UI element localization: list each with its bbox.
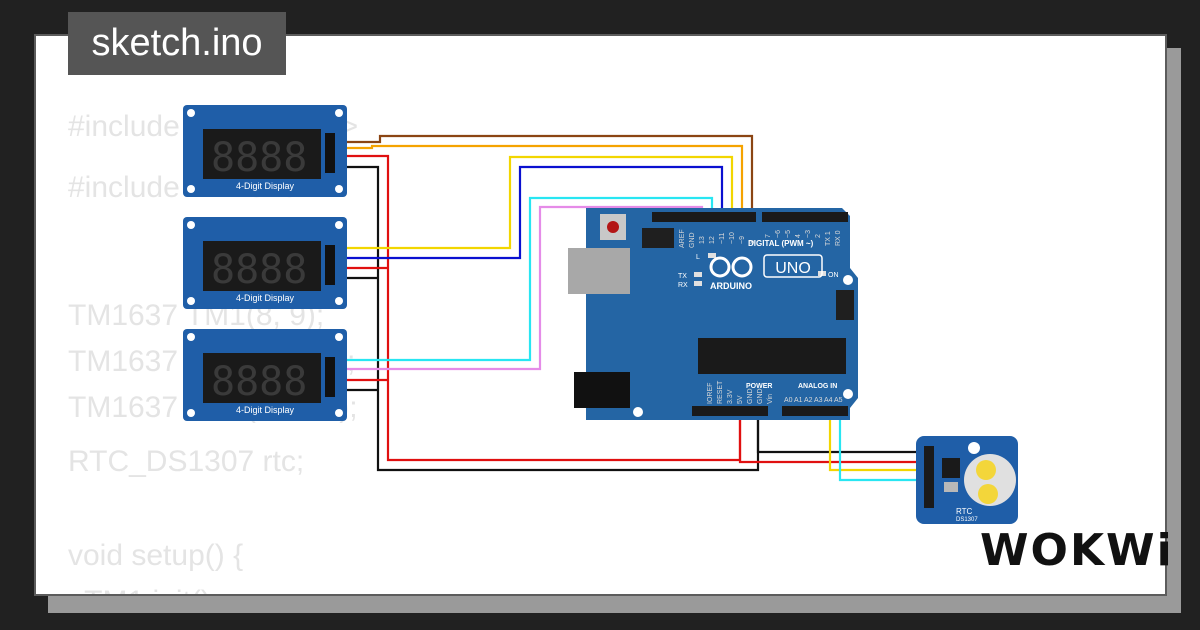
power-jack xyxy=(574,372,630,408)
wire-red-rtc[interactable] xyxy=(738,412,922,464)
pin-label: 12 xyxy=(709,236,716,244)
atmega-chip xyxy=(698,338,846,374)
pin-label: 5V xyxy=(737,395,744,404)
pin-label: TX 1 xyxy=(825,231,832,246)
pin-label: Vin xyxy=(767,394,774,404)
pin-label: ~10 xyxy=(729,232,736,244)
wire-brown[interactable] xyxy=(345,134,754,216)
pin-label: A4 xyxy=(824,397,833,404)
pin-label: ~6 xyxy=(775,230,782,238)
arduino-uno-board[interactable]: AREF GND 13 12 ~11 ~10 ~9 8 7 ~6 ~5 4 ~3… xyxy=(568,208,858,420)
display-module-1[interactable]: 8888 4-Digit Display xyxy=(183,105,347,197)
brand-background xyxy=(978,524,1148,578)
rtc-module[interactable]: RTC DS1307 xyxy=(916,436,1018,524)
digital-header-right xyxy=(762,212,848,222)
wires xyxy=(345,134,922,482)
pin-label: ~11 xyxy=(719,233,726,244)
digital-label: DIGITAL (PWM ~) xyxy=(748,239,814,248)
display-digits: 8888 xyxy=(211,247,307,293)
pin-label: A0 xyxy=(784,397,793,404)
adafruit-star-icon xyxy=(968,442,980,454)
display-label: 4-Digit Display xyxy=(236,405,295,415)
code-line: RTC_DS1307 rtc; xyxy=(68,445,305,478)
pin-label: ~5 xyxy=(785,230,792,238)
pin-label: RESET xyxy=(717,380,724,404)
analog-label: ANALOG IN xyxy=(798,383,837,390)
pin-label: 4 xyxy=(795,234,802,238)
pin-label: 8 xyxy=(749,240,756,244)
wire-cyan-rtc[interactable] xyxy=(838,412,922,482)
pin-label: 3.3V xyxy=(727,389,734,404)
pin-label: A1 xyxy=(794,397,803,404)
rtc-chip-label: DS1307 xyxy=(956,517,978,523)
wire-cyan[interactable] xyxy=(345,196,714,362)
display-module-3[interactable]: 8888 4-Digit Display xyxy=(183,329,347,421)
tx-label: TX xyxy=(678,273,687,280)
rx-label: RX xyxy=(678,282,688,289)
icsp-header-2 xyxy=(836,290,854,320)
display-label: 4-Digit Display xyxy=(236,181,295,191)
pin-label: A2 xyxy=(804,397,813,404)
arduino-infinity-icon xyxy=(709,256,753,278)
model-label: UNO xyxy=(775,260,811,277)
digital-header-left xyxy=(652,212,756,222)
pin-label: GND xyxy=(747,388,754,404)
on-label: ON xyxy=(828,272,839,279)
wire-yellow-rtc[interactable] xyxy=(828,412,922,472)
pin-label: 2 xyxy=(815,234,822,238)
wire-yellow[interactable] xyxy=(345,155,734,250)
filename-tab[interactable]: sketch.ino xyxy=(68,12,286,75)
pin-label: A3 xyxy=(814,397,823,404)
wire-blue[interactable] xyxy=(345,165,724,260)
led-rx xyxy=(694,281,702,286)
analog-header xyxy=(782,406,848,416)
pin-label: ~3 xyxy=(805,230,812,238)
code-line: void setup() { xyxy=(68,539,244,572)
pin-label: ~9 xyxy=(739,236,746,244)
display-digits: 8888 xyxy=(211,135,307,181)
pin-label: 7 xyxy=(765,234,772,238)
power-label: POWER xyxy=(746,383,772,390)
rtc-label: RTC xyxy=(956,507,973,516)
rtc-pin-header xyxy=(924,446,934,508)
display-label: 4-Digit Display xyxy=(236,293,295,303)
display-digits: 8888 xyxy=(211,359,307,405)
wire-orange[interactable] xyxy=(345,144,744,216)
pin-label: AREF xyxy=(679,229,686,248)
brand-label: ARDUINO xyxy=(710,281,752,291)
code-line: TM1.init(); xyxy=(68,584,219,594)
rtc-crystal xyxy=(944,482,958,492)
pin-label: GND xyxy=(689,232,696,248)
icsp-header xyxy=(642,228,674,248)
wire-black-rtc[interactable] xyxy=(756,412,922,454)
power-header xyxy=(692,406,768,416)
rtc-chip xyxy=(942,458,960,478)
pin-label: IOREF xyxy=(707,383,714,404)
wokwi-logo: WOKWi xyxy=(980,525,1174,576)
usb-port xyxy=(568,248,630,294)
led-l xyxy=(708,253,716,258)
led-tx xyxy=(694,272,702,277)
display-module-2[interactable]: 8888 4-Digit Display xyxy=(183,217,347,309)
pin-label: GND xyxy=(757,388,764,404)
pin-label: A5 xyxy=(834,397,843,404)
pin-label: 13 xyxy=(699,236,706,244)
pin-label: RX 0 xyxy=(835,230,842,246)
led-l-label: L xyxy=(696,254,700,261)
